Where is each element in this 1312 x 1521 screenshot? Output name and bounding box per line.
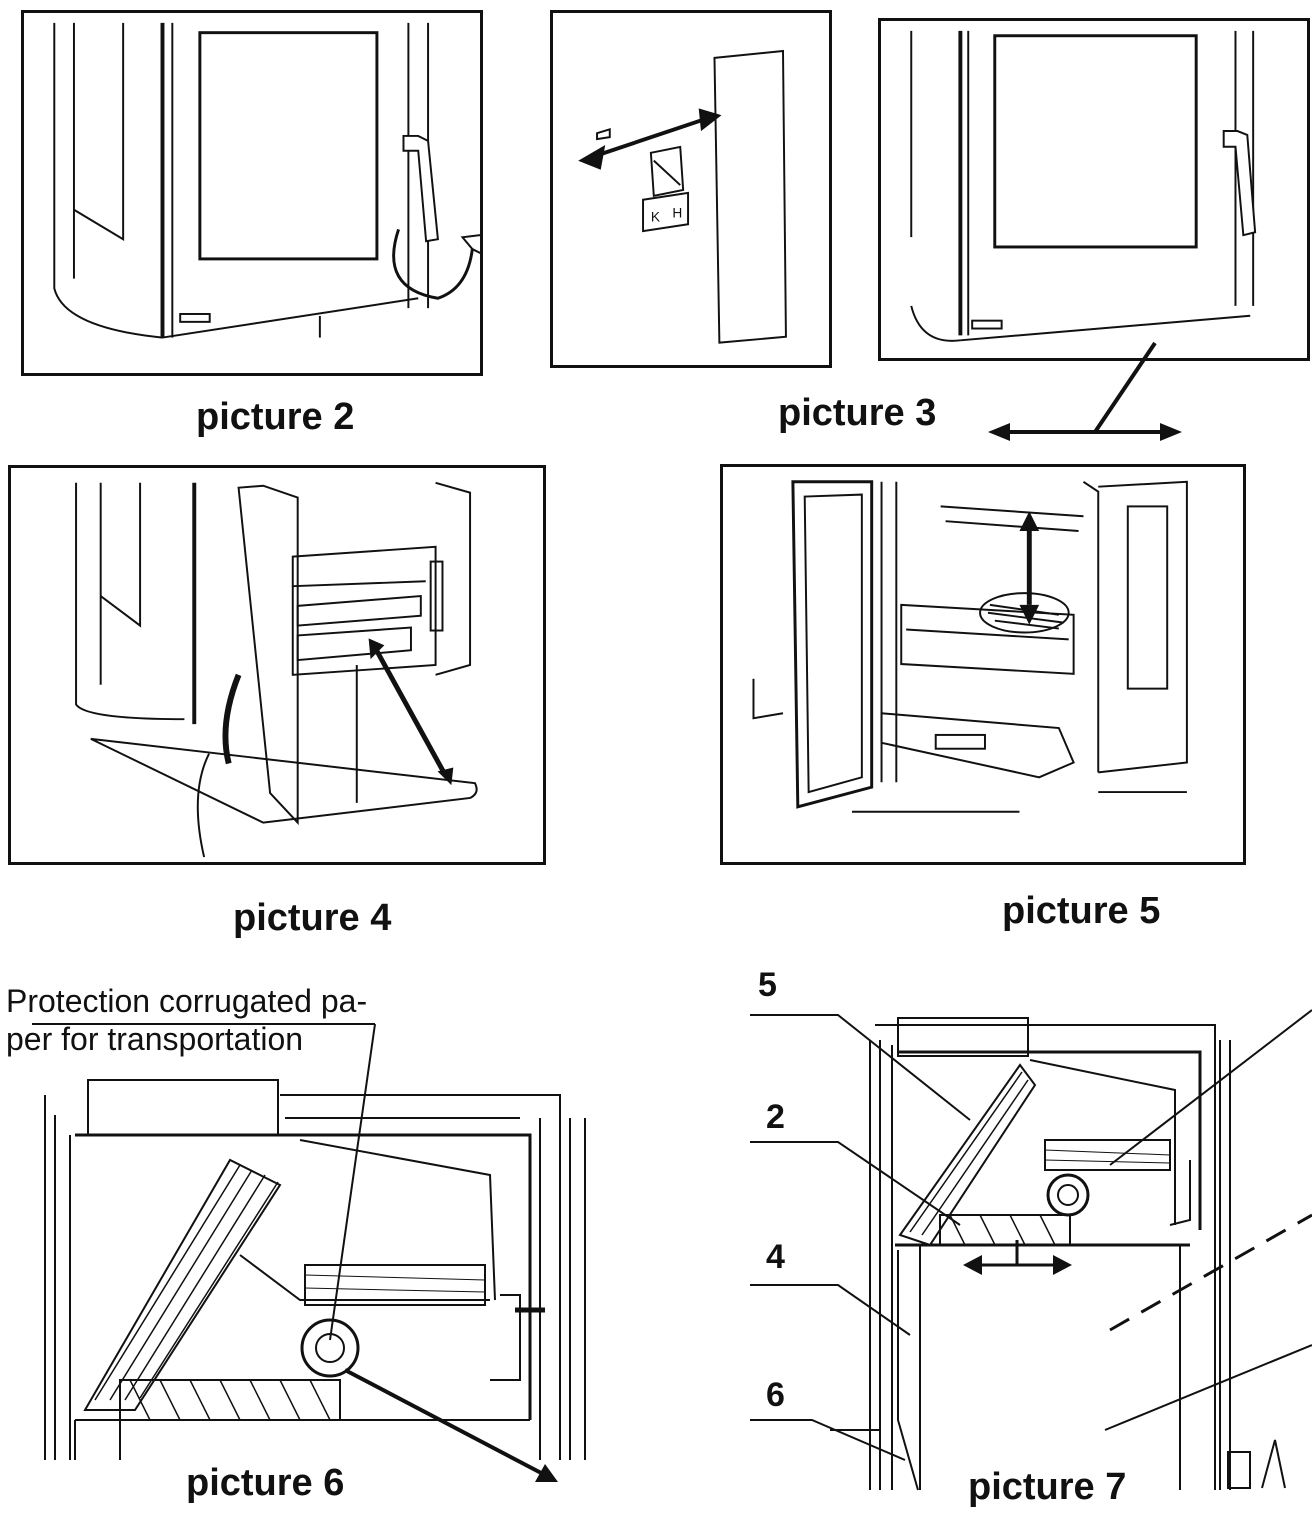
picture-4-caption: picture 4 (233, 897, 392, 939)
picture-2-caption: picture 2 (196, 396, 355, 438)
callout-number-2: 2 (766, 1098, 785, 1136)
callout-number-5: 5 (758, 966, 777, 1004)
picture-7-caption: picture 7 (968, 1466, 1127, 1508)
picture-4-panel (8, 465, 546, 865)
svg-text:H: H (672, 205, 682, 220)
ash-drawer-removal-illustration (75, 481, 478, 858)
transport-protection-note-line1: Protection corrugated pa- (6, 983, 368, 1019)
picture-3-panel-front (878, 18, 1310, 361)
svg-text:K: K (651, 209, 660, 224)
callout-number-4: 4 (766, 1238, 785, 1276)
grate-removal-illustration (752, 480, 1188, 813)
picture-5-panel (720, 464, 1246, 865)
picture-5-caption: picture 5 (1002, 890, 1161, 932)
picture-3-caption: picture 3 (778, 392, 937, 434)
picture-6-caption: picture 6 (186, 1462, 345, 1504)
transport-protection-note-line2: per for transportation (6, 1021, 304, 1057)
callout-number-6: 6 (766, 1376, 785, 1414)
picture-3-panel-side: K H (550, 10, 832, 368)
stove-door-handle-illustration (53, 22, 480, 339)
stove-front-illustration (910, 30, 1257, 342)
side-panel-removal-illustration: K H (578, 49, 787, 344)
picture-2-panel (21, 10, 483, 376)
